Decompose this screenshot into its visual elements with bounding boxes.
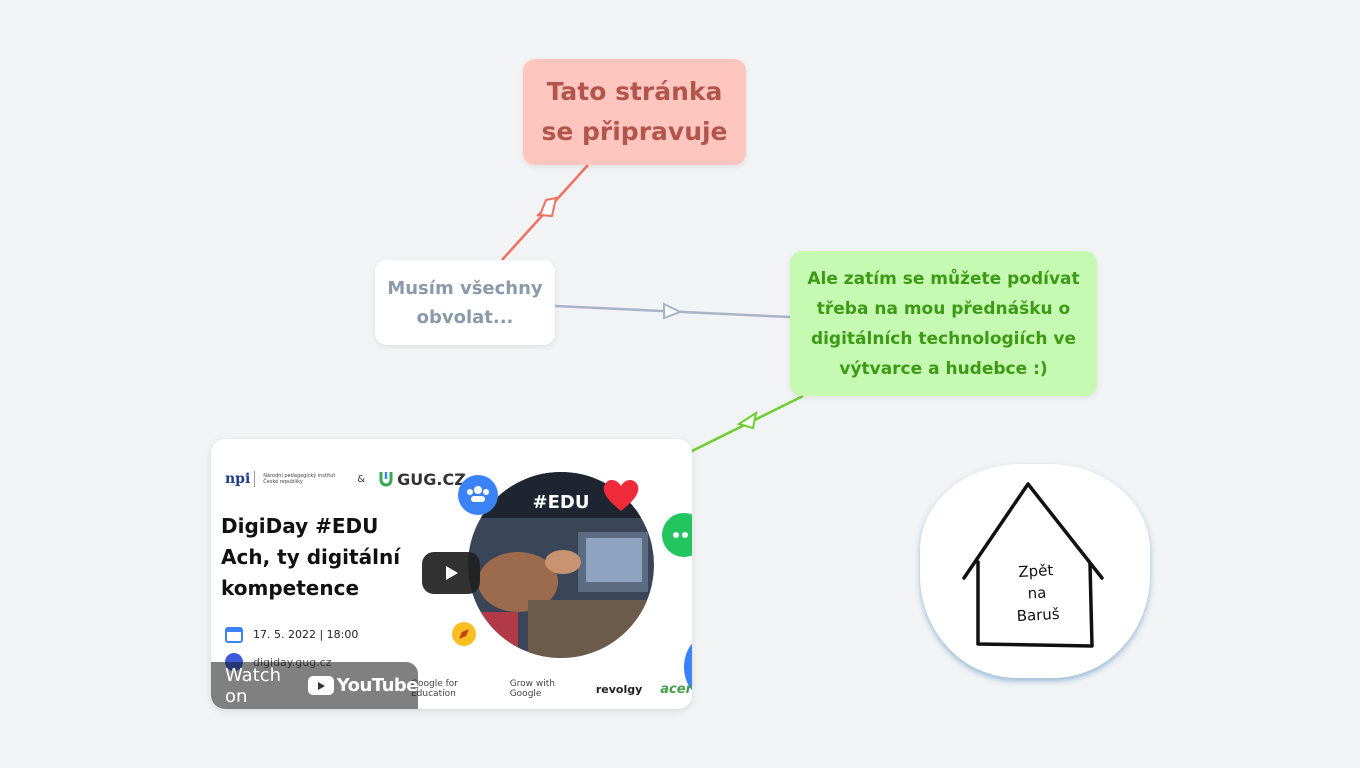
blue-circle-icon [684, 637, 692, 697]
play-icon [446, 566, 458, 580]
youtube-logo: YouTube [307, 675, 419, 696]
home-label: Zpět na Baruš [1016, 561, 1061, 626]
npi-logo: npi [225, 471, 256, 487]
node-lecture-text: Ale zatím se můžete podívat třeba na mou… [807, 268, 1080, 379]
node-page-preparing[interactable]: Tato stránka se připravuje [523, 59, 746, 165]
youtube-play-icon [307, 676, 334, 695]
arrow-red-head [538, 196, 558, 218]
connector-green [689, 394, 804, 454]
sponsor-logos: Google for Education Grow with Google re… [411, 679, 692, 699]
home-link[interactable]: Zpět na Baruš [920, 464, 1150, 678]
gug-logo: GUG.CZ [379, 470, 466, 489]
watch-on-youtube-button[interactable]: Watch on YouTube [211, 662, 419, 709]
youtube-video-embed[interactable]: npi Národní pedagogický institut České r… [211, 439, 692, 709]
arrow-gray [663, 302, 683, 320]
node-call-everyone-text: Musím všechny obvolat... [387, 277, 543, 328]
sponsor-revolgy: revolgy [595, 682, 643, 696]
ampersand: & [357, 473, 366, 485]
video-date-row: 17. 5. 2022 | 18:00 [225, 625, 358, 643]
watch-label: Watch on [225, 664, 282, 707]
chat-icon [662, 513, 692, 557]
node-call-everyone[interactable]: Musím všechny obvolat... [375, 260, 555, 345]
connector-gray [554, 304, 791, 319]
arrow-green [736, 410, 758, 430]
gug-name: GUG.CZ [397, 469, 466, 489]
video-date: 17. 5. 2022 | 18:00 [253, 627, 359, 641]
play-button[interactable] [422, 552, 480, 594]
connector-red [501, 164, 589, 261]
node-lecture[interactable]: Ale zatím se můžete podívat třeba na mou… [790, 251, 1097, 396]
calendar-icon [225, 627, 243, 643]
gug-u-icon [379, 472, 393, 487]
node-page-preparing-text: Tato stránka se připravuje [541, 77, 728, 146]
sponsor-google-education: Google for Education [411, 679, 458, 699]
compass-icon [452, 622, 476, 646]
sponsor-acer: acer [660, 681, 692, 697]
arrow-red [536, 198, 557, 217]
video-title: DigiDay #EDU Ach, ty digitální kompetenc… [221, 514, 401, 600]
people-icon [458, 475, 498, 515]
youtube-wordmark: YouTube [336, 675, 419, 696]
sponsor-grow-google: Grow with Google [509, 679, 556, 699]
house-icon [962, 482, 1104, 648]
photo-tag: #EDU [533, 492, 590, 513]
video-logo-row: npi Národní pedagogický institut České r… [225, 467, 466, 491]
heart-icon [603, 480, 639, 511]
npi-name: Národní pedagogický institut České repub… [263, 473, 336, 485]
